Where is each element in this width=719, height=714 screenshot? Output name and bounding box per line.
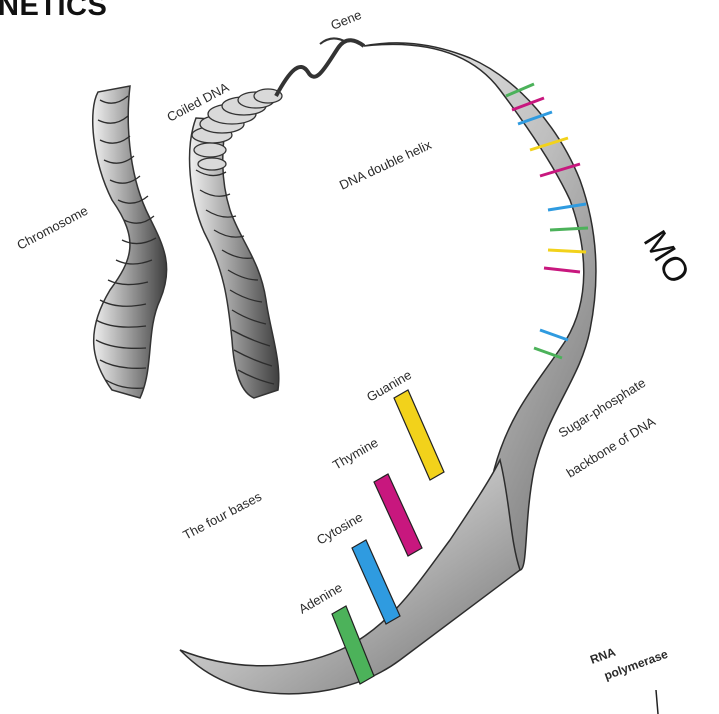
chromosome-shape <box>93 86 279 398</box>
base-cytosine-bar <box>352 540 400 624</box>
base-guanine-bar <box>394 390 444 480</box>
rna-polymerase-pointer <box>656 690 658 714</box>
label-thymine: Thymine <box>330 435 381 473</box>
label-four-bases: The four bases <box>180 488 264 542</box>
label-cytosine: Cytosine <box>314 509 365 547</box>
label-chromosome: Chromosome <box>14 203 90 253</box>
base-thymine-bar <box>374 474 422 556</box>
dna-strand <box>276 40 364 96</box>
label-dna-double-helix: DNA double helix <box>337 137 434 193</box>
label-rna: RNA <box>588 645 618 667</box>
label-gene: Gene <box>329 7 364 33</box>
